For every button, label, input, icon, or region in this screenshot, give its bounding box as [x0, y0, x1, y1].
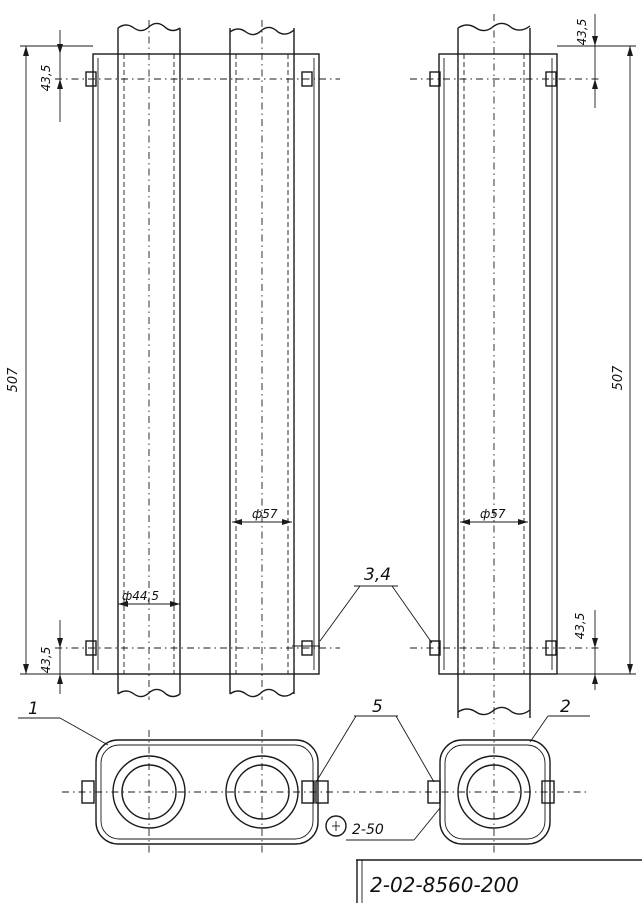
left-clip-top-right	[301, 71, 313, 87]
section-clip-right-right	[541, 780, 555, 804]
weld-symbol: 2-50	[325, 807, 441, 841]
left-dimensions: 507 43,5 43,5 ф44,5 ф57	[6, 30, 292, 694]
section-clip-mid-right	[315, 780, 329, 804]
weld-symbol-label: 2-50	[352, 822, 384, 838]
left-section-housing	[95, 739, 319, 845]
left-clip-bottom-left	[85, 640, 97, 656]
right-section-pipe-inner	[466, 764, 522, 820]
left-clip-bottom-right	[301, 640, 313, 656]
dim-offset-bottom-right: 43,5	[573, 613, 587, 640]
callout-label-2: 2	[560, 697, 571, 717]
callout-5: 5	[315, 697, 435, 783]
document-number: 2-02-8560-200	[370, 873, 519, 897]
left-section-pipe-2-outer	[225, 755, 299, 829]
dim-diameter-outer-right: ф57	[480, 507, 506, 521]
left-section-pipe-1-outer	[112, 755, 186, 829]
dim-diameter-inner: ф44,5	[122, 589, 159, 603]
dim-length-right: 507	[611, 365, 626, 391]
callout-1: 1	[18, 699, 109, 746]
right-housing-outline	[438, 53, 558, 675]
section-clip-right-left	[427, 780, 441, 804]
right-section-pipe-outer	[457, 755, 531, 829]
dim-offset-top-left: 43,5	[39, 65, 53, 92]
title-block: 2-02-8560-200	[356, 859, 642, 903]
dim-offset-top-right: 43,5	[575, 19, 589, 46]
right-dimensions: 507 43,5 43,5 ф57	[460, 14, 636, 690]
left-pipe-2	[229, 20, 295, 700]
left-housing-outline	[92, 53, 320, 675]
left-section-pipe-1-inner	[121, 764, 177, 820]
callout-label-5: 5	[372, 697, 383, 717]
callout-label-1: 1	[28, 699, 39, 719]
callout-2: 2	[529, 697, 590, 743]
callout-3-4: 3,4	[292, 565, 433, 647]
right-assembly-view	[410, 14, 600, 724]
dim-length-left: 507	[6, 367, 21, 393]
callout-label-3-4: 3,4	[364, 565, 391, 585]
left-pipe-1	[117, 20, 181, 700]
section-clip-left	[81, 780, 95, 804]
left-clip-top-left	[85, 71, 97, 87]
cross-section-view	[62, 730, 590, 856]
left-section-pipe-2-inner	[234, 764, 290, 820]
dim-diameter-outer-left: ф57	[252, 507, 278, 521]
dim-offset-bottom-left: 43,5	[39, 647, 53, 674]
left-assembly-view	[55, 20, 340, 700]
section-clip-mid-left	[301, 780, 315, 804]
right-pipe	[457, 14, 531, 724]
weld-symbol-icon	[325, 815, 347, 837]
